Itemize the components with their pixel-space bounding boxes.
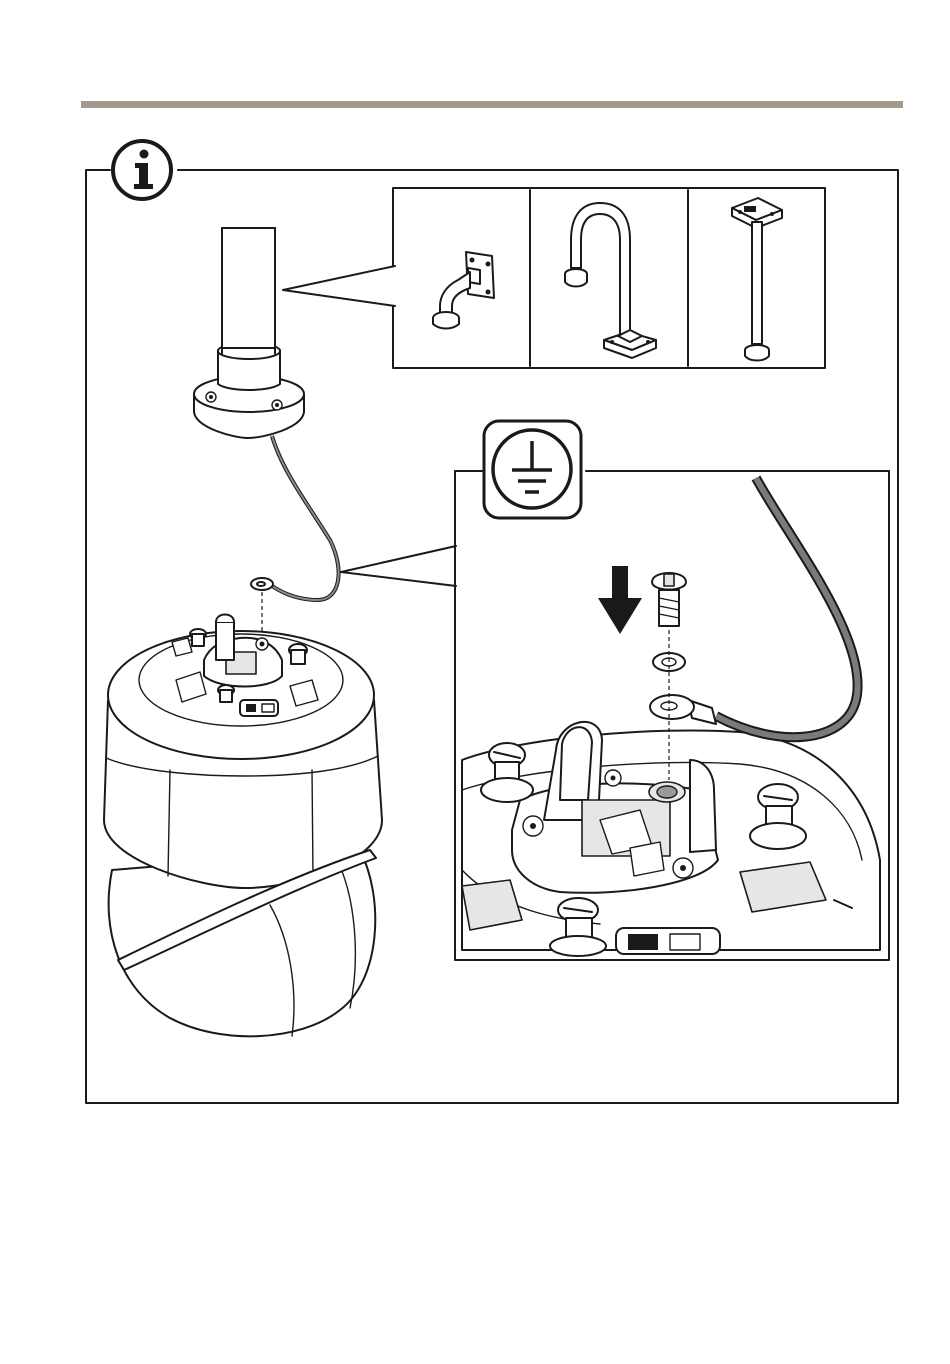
ring-terminal	[650, 478, 858, 737]
arrow-down-icon	[598, 566, 642, 634]
pendant-bracket-icon	[732, 198, 782, 361]
ptz-camera	[104, 615, 382, 1037]
ground-wire	[251, 436, 339, 632]
top-screw	[218, 685, 234, 702]
mount-options-callout	[283, 188, 825, 368]
ground-screw	[652, 573, 686, 626]
top-screw	[190, 629, 206, 646]
header-rule	[81, 101, 903, 108]
wall-bracket-icon	[433, 252, 494, 329]
pendant-mount	[194, 228, 304, 438]
top-screw	[289, 644, 307, 664]
protective-ground-icon	[484, 421, 581, 518]
ground-detail	[462, 722, 880, 956]
info-icon	[113, 141, 171, 199]
parapet-bracket-icon	[565, 203, 656, 358]
